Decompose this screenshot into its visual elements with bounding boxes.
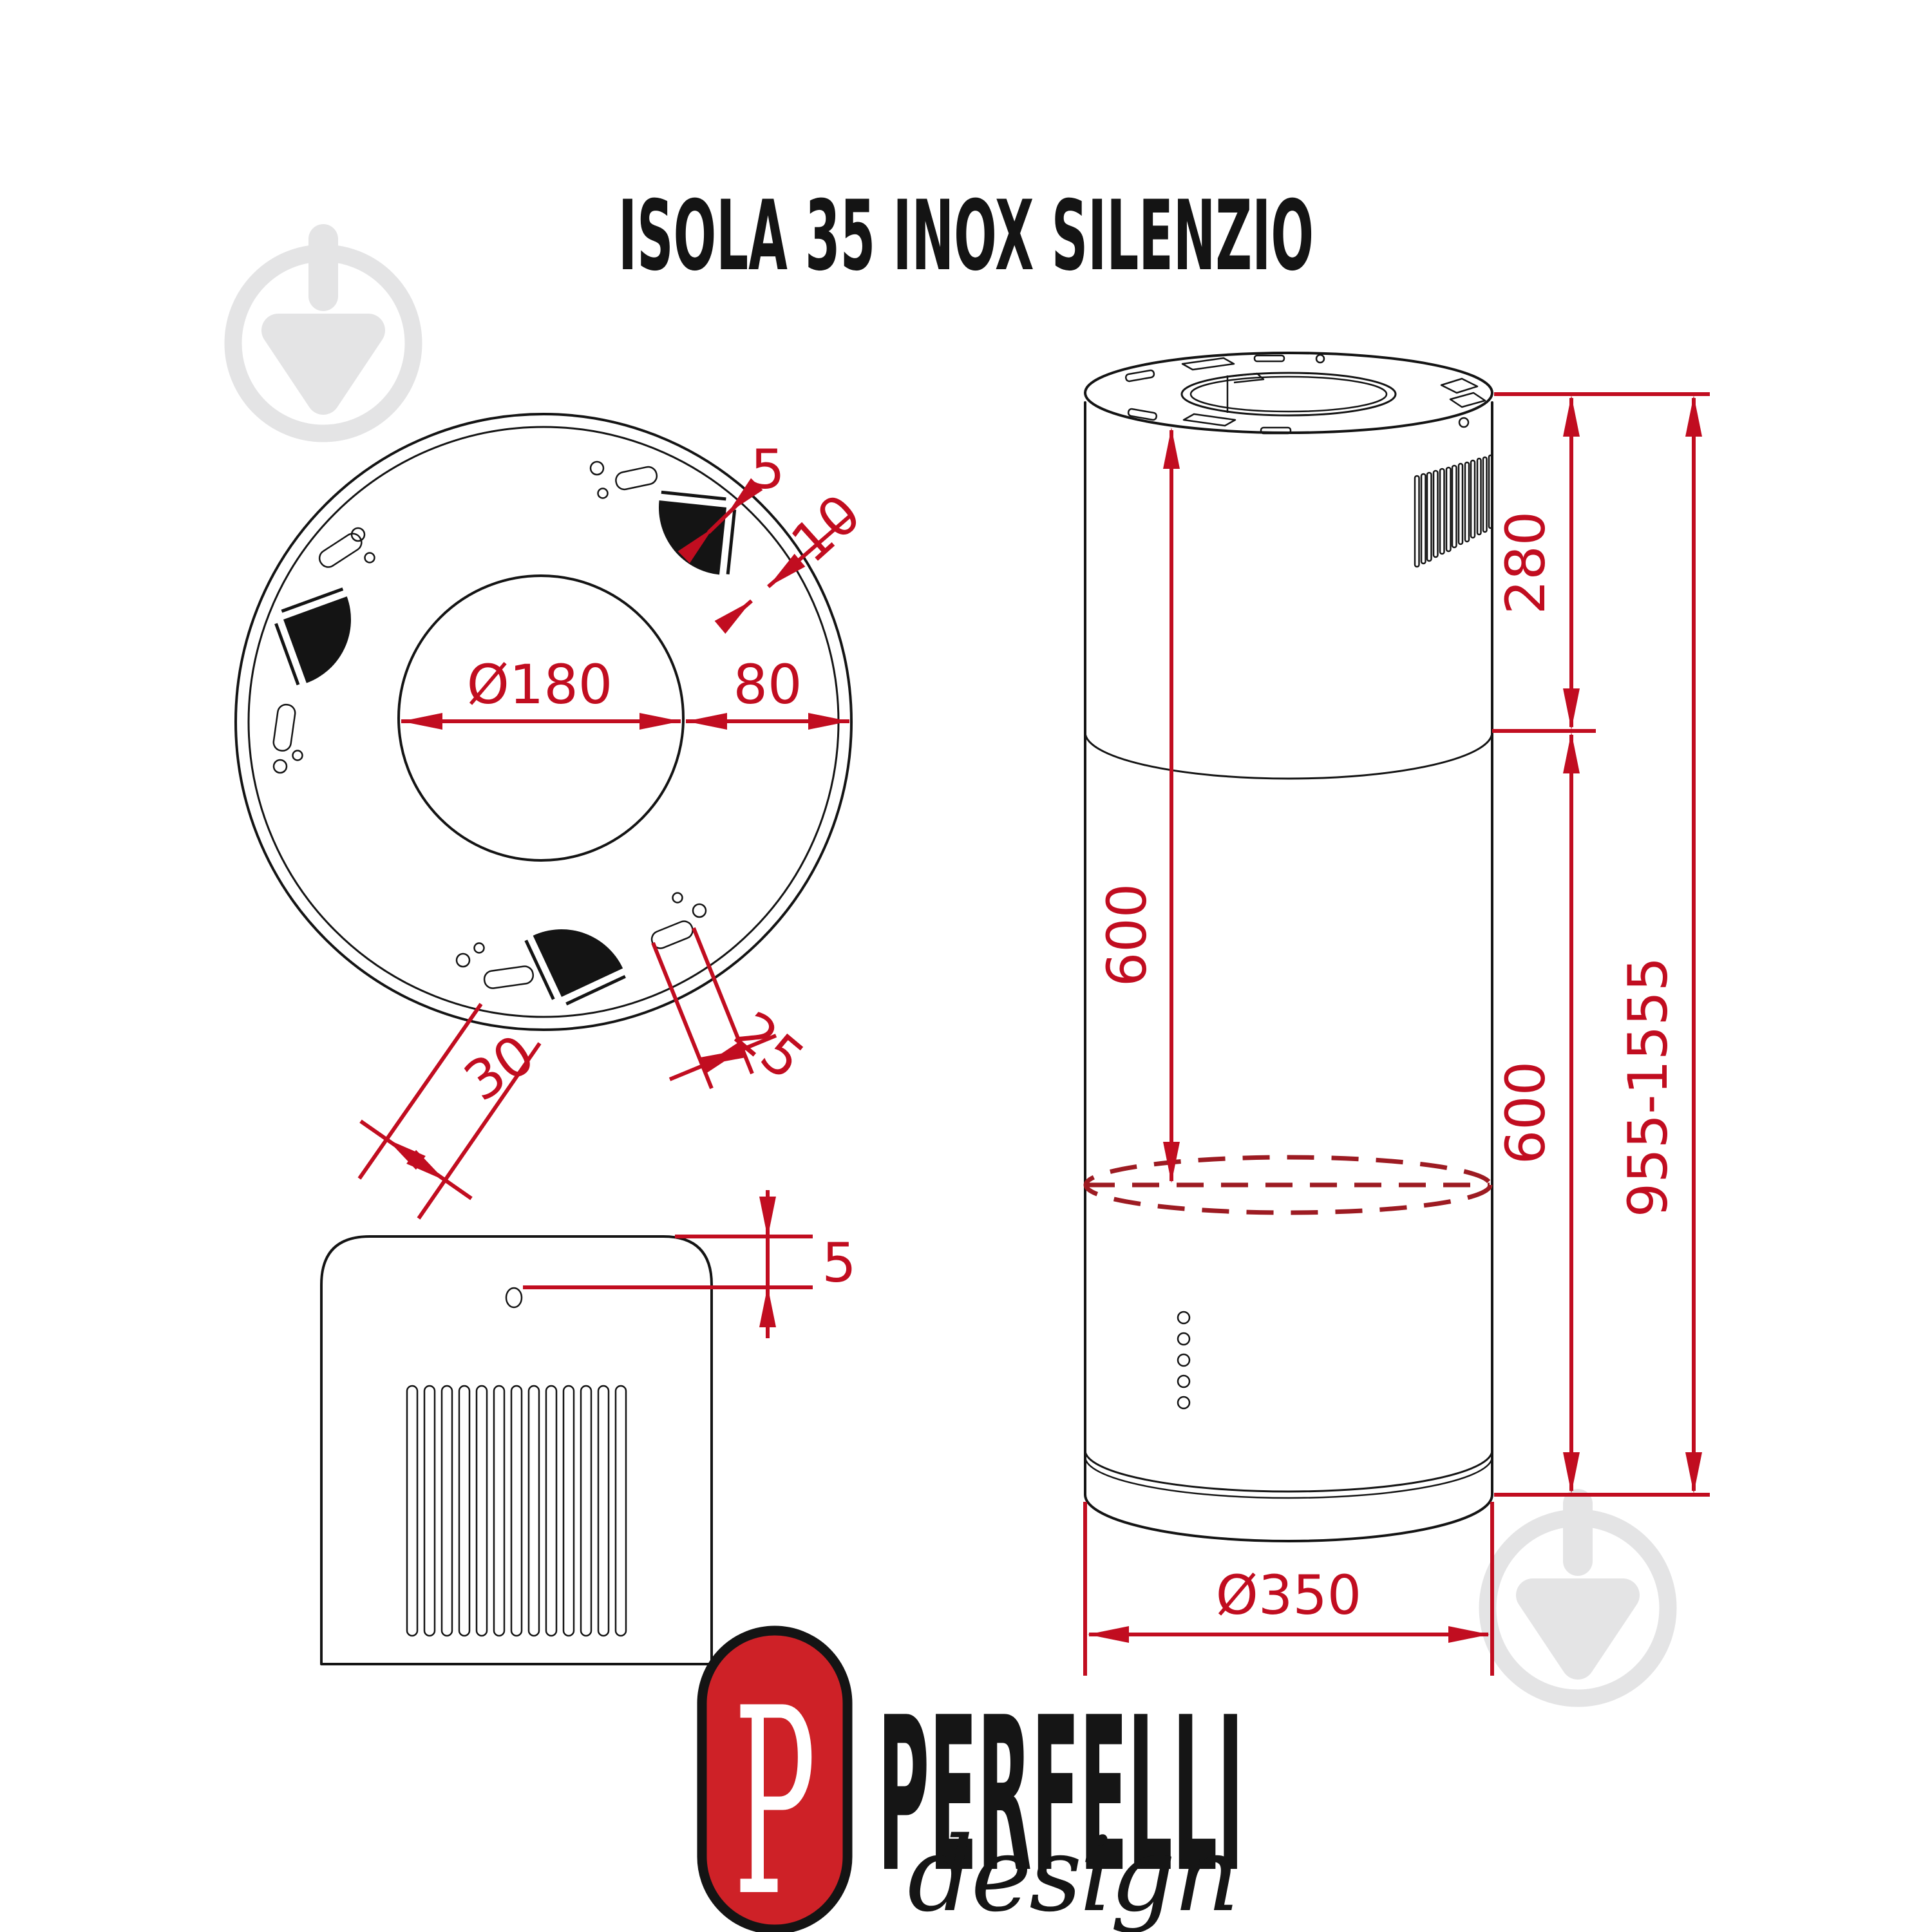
filter-hang-hole xyxy=(505,1287,523,1309)
section-seam xyxy=(1084,731,1493,780)
dimension-slot-length: 25 xyxy=(651,927,816,1092)
control-buttons xyxy=(1177,1311,1191,1410)
plumb-bob-watermark-icon xyxy=(1488,1489,1668,1698)
dim-label-fold: 5 xyxy=(750,438,784,501)
keyhole-sector xyxy=(272,589,370,686)
mounting-holes-top xyxy=(589,460,658,499)
hood-cylinder-side-view: 280 600 955-1555 600 xyxy=(1083,352,1710,1676)
telescopic-joint-dashed xyxy=(1083,1155,1493,1215)
logo-tagline: design xyxy=(907,1814,1237,1932)
keyhole-sector xyxy=(526,907,627,1008)
dimension-hole-offset: 5 xyxy=(523,1190,857,1338)
dim-label-chimney: 600 xyxy=(1095,884,1159,987)
dimension-keyhole-width: 30 xyxy=(357,1003,545,1220)
dimension-upper-section: 280 xyxy=(1494,395,1580,730)
vent-grille xyxy=(1414,454,1493,568)
mounting-holes-upper-left xyxy=(318,527,375,568)
flange-outer-circle xyxy=(234,413,853,1031)
dim-label-hole-offset: 5 xyxy=(822,1231,856,1294)
dimension-fold: 5 xyxy=(677,438,785,564)
dimension-rim-width: 80 xyxy=(686,653,849,730)
dimension-body-diameter: Ø350 xyxy=(1083,1502,1494,1676)
dimension-chimney: 600 xyxy=(1095,428,1180,1183)
logo-monogram: P xyxy=(734,1654,816,1932)
bottom-edge xyxy=(1084,1493,1493,1542)
dim-label-diameter: Ø350 xyxy=(1216,1564,1361,1627)
hood-flange-top-view: Ø180 80 5 10 xyxy=(234,413,873,1220)
dim-label-slot-length: 25 xyxy=(723,999,816,1092)
duct-opening-inner xyxy=(1189,375,1388,413)
grease-filter-panel-view: 5 xyxy=(320,1190,857,1665)
top-rim-ellipse xyxy=(1084,352,1493,434)
dim-label-hole: Ø180 xyxy=(467,653,612,716)
drawing-title: ISOLA 35 INOX SILENZIO xyxy=(618,180,1314,292)
filter-slots xyxy=(406,1385,627,1637)
duct-hole-circle xyxy=(397,574,685,862)
dim-label-total: 955-1555 xyxy=(1616,957,1680,1217)
logo-brand-name: PERFELLI xyxy=(878,1672,1244,1919)
dimension-lower-section: 600 xyxy=(1494,732,1580,1493)
logo-badge-icon xyxy=(697,1625,853,1932)
dimension-hole-diameter: Ø180 xyxy=(401,653,681,730)
bottom-ring-lower xyxy=(1084,1456,1493,1499)
dim-label-rim: 80 xyxy=(734,653,802,716)
bottom-ring-upper xyxy=(1084,1449,1493,1493)
keyhole-sector xyxy=(652,492,736,576)
mounting-holes-left xyxy=(272,703,303,774)
duct-opening-outer xyxy=(1180,372,1397,417)
perfelli-logo: P PERFELLI design xyxy=(697,1625,1244,1932)
mounting-holes-lower-left xyxy=(455,942,535,989)
dim-label-keyhole: 30 xyxy=(453,1022,545,1113)
plumb-bob-watermark-icon xyxy=(233,224,413,433)
mounting-holes-lower-right xyxy=(650,892,707,949)
filter-panel-outline xyxy=(320,1235,713,1665)
dimension-total-height: 955-1555 xyxy=(1616,395,1702,1493)
dim-label-lower: 600 xyxy=(1494,1061,1557,1164)
top-face-cutouts xyxy=(1125,354,1486,435)
dim-label-upper: 280 xyxy=(1494,511,1557,614)
